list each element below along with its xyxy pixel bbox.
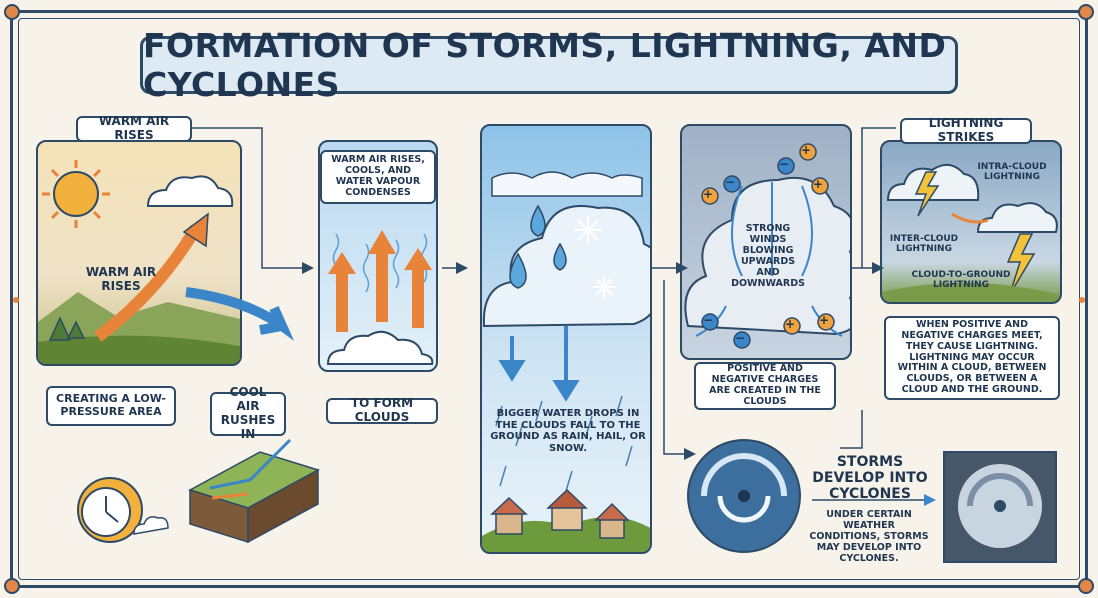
falling-drop-arrows [498, 326, 580, 402]
corner-ornament [1078, 4, 1094, 20]
rising-air-arrow [94, 224, 202, 342]
house-icon [490, 488, 630, 539]
rain-streaks [495, 395, 633, 492]
water-drop-icon [509, 204, 567, 289]
minus-charge-sign: − [779, 157, 789, 171]
charges-created-label: POSITIVE AND NEGATIVE CHARGES ARE CREATE… [694, 362, 836, 410]
plus-charge-sign: + [813, 177, 823, 191]
low-pressure-label: CREATING A LOW-PRESSURE AREA [46, 386, 176, 426]
snowflake-icon [574, 216, 615, 298]
condense-label: WARM AIR RISES, COOLS, AND WATER VAPOUR … [320, 150, 436, 204]
cloud-icon [976, 202, 1058, 233]
land-block-icon [188, 438, 320, 544]
precipitation-panel: BIGGER WATER DROPS IN THE CLOUDS FALL TO… [480, 124, 652, 554]
strong-winds-label: STRONG WINDS BLOWING UPWARDS AND DOWNWAR… [731, 223, 805, 289]
cyclone-heading: STORMS DEVELOP INTO CYCLONES [812, 454, 928, 503]
cool-air-arrow [185, 287, 295, 341]
lightning-illustration [882, 163, 1060, 302]
outer-frame [10, 10, 1088, 588]
thundercloud-illustration [684, 143, 850, 349]
minus-charge-icon [701, 157, 795, 349]
page-title: FORMATION OF STORMS, LIGHTNING, AND CYCL… [143, 26, 947, 104]
lightning-bolt-icon [914, 171, 940, 217]
title-banner: FORMATION OF STORMS, LIGHTNING, AND CYCL… [140, 26, 958, 104]
warm-air-inner-label: WARM AIR RISES [85, 265, 157, 293]
minus-charge-sign: − [703, 313, 713, 327]
plus-charge-sign: + [819, 313, 829, 327]
warm-air-rises-label: WARM AIR RISES [76, 114, 192, 142]
corner-ornament [1078, 578, 1094, 594]
intra-cloud-label: INTRA-CLOUD LIGHTNING [977, 162, 1047, 183]
plus-charge-sign: + [785, 317, 795, 331]
minus-charge-sign: − [725, 175, 735, 189]
satellite-cyclone-image [943, 451, 1057, 563]
sparkle-decoration [13, 297, 1085, 303]
rain-illustration [482, 171, 650, 552]
corner-ornament [4, 578, 20, 594]
clock-icon [77, 477, 169, 543]
plus-charge-sign: + [703, 187, 713, 201]
lightning-description: WHEN POSITIVE AND NEGATIVE CHARGES MEET,… [884, 316, 1060, 400]
precipitation-caption: BIGGER WATER DROPS IN THE CLOUDS FALL TO… [490, 408, 646, 454]
cloud-icon [326, 330, 434, 365]
inter-cloud-arrow [951, 212, 989, 224]
plus-charge-sign: + [801, 143, 811, 157]
form-clouds-label: TO FORM CLOUDS [326, 396, 438, 424]
minus-charge-sign: − [735, 331, 745, 345]
sun-icon [42, 160, 110, 228]
corner-ornament [4, 4, 20, 20]
lightning-bolt-icon [1006, 233, 1036, 295]
cloud-to-ground-label: CLOUD-TO-GROUND LIGHTNING [911, 270, 1011, 291]
warm-air-panel: WARM AIR RISES [36, 140, 242, 366]
cyclone-icon [687, 439, 801, 553]
cloud-icon [886, 163, 980, 201]
inter-cloud-label: INTER-CLOUD LIGHTNING [889, 234, 959, 255]
charge-separation-panel: STRONG WINDS BLOWING UPWARDS AND DOWNWAR… [680, 124, 852, 360]
warm-air-illustration [38, 160, 240, 364]
rising-air-arrow [328, 230, 432, 332]
cyclone-description: UNDER CERTAIN WEATHER CONDITIONS, STORMS… [809, 509, 929, 564]
condensation-illustration [326, 230, 434, 365]
tree-icon [48, 316, 86, 341]
thundercloud-icon [684, 176, 850, 336]
lightning-panel: INTRA-CLOUD LIGHTNING INTER-CLOUD LIGHTN… [880, 140, 1062, 304]
lightning-strikes-label: LIGHTNING STRIKES [900, 116, 1032, 144]
plus-charge-icon [701, 143, 835, 335]
cloud-icon [146, 175, 234, 207]
